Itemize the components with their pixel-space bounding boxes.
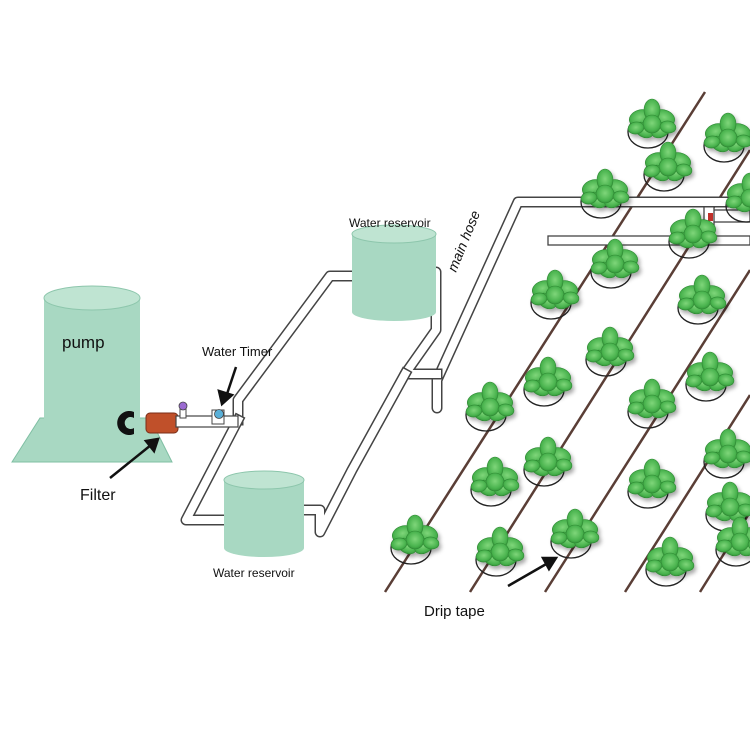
plant [668,208,718,249]
plant [725,172,750,213]
water-reservoir-bottom [223,470,305,557]
drip-tape-label: Drip tape [424,603,485,620]
plant [627,458,677,499]
filter-label: Filter [80,487,116,504]
plant [627,378,677,419]
filter-assembly [117,401,239,435]
plant [470,456,520,497]
pump-tank [11,285,173,463]
plant [580,168,630,209]
plant [585,326,635,367]
plant [523,356,573,397]
plant [643,141,693,182]
plant [475,526,525,567]
filter-arrow [109,437,160,479]
plant [590,238,640,279]
water-timer-label: Water Timer [202,344,273,359]
plant [705,481,750,522]
water-reservoir-top-label: Water reservoir [349,216,431,230]
water-reservoir-bottom-label: Water reservoir [213,566,295,580]
annotation-arrows [109,366,559,588]
plant [645,536,695,577]
plant [465,381,515,422]
plant [530,269,580,310]
drip-tape-line [623,394,750,593]
plant [677,274,727,315]
pump-label: pump [62,333,105,352]
plant [550,508,600,549]
water-reservoir-top [351,224,437,321]
plant [627,98,677,139]
drip-tape-arrow [507,556,559,588]
plant [523,436,573,477]
plant [685,351,735,392]
plant [715,516,750,557]
plant [703,112,750,153]
plant [703,428,750,469]
timer-arrow [217,366,238,407]
plant-field [390,98,750,587]
main-hose [431,196,750,414]
plant [390,514,440,555]
